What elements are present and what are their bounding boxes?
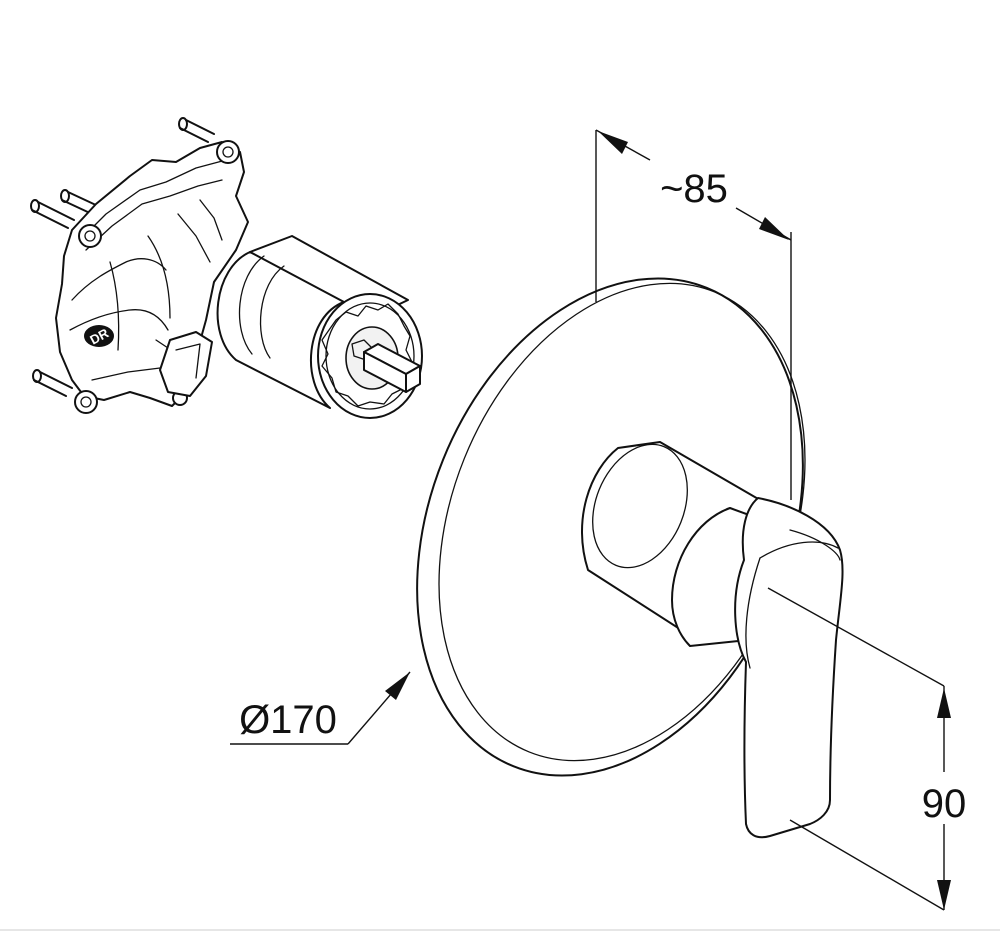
dimension-height: 90 bbox=[767, 587, 976, 911]
dimension-diameter-label: Ø170 bbox=[239, 698, 337, 742]
dimension-height-label: 90 bbox=[922, 782, 967, 826]
escutcheon-assembly bbox=[416, 277, 844, 839]
dimension-depth: ~85 bbox=[595, 129, 792, 500]
lever-handle bbox=[734, 497, 844, 839]
rough-in-valve-body: DR bbox=[30, 117, 423, 419]
mounting-studs bbox=[30, 117, 215, 397]
valve-cartridge bbox=[216, 235, 423, 419]
housing-plate bbox=[55, 141, 249, 407]
dimension-diameter: Ø170 bbox=[230, 671, 411, 745]
dimension-depth-label: ~85 bbox=[660, 167, 728, 211]
dr-stamp-badge bbox=[84, 325, 114, 347]
dimension-height-label-bg bbox=[912, 772, 976, 824]
